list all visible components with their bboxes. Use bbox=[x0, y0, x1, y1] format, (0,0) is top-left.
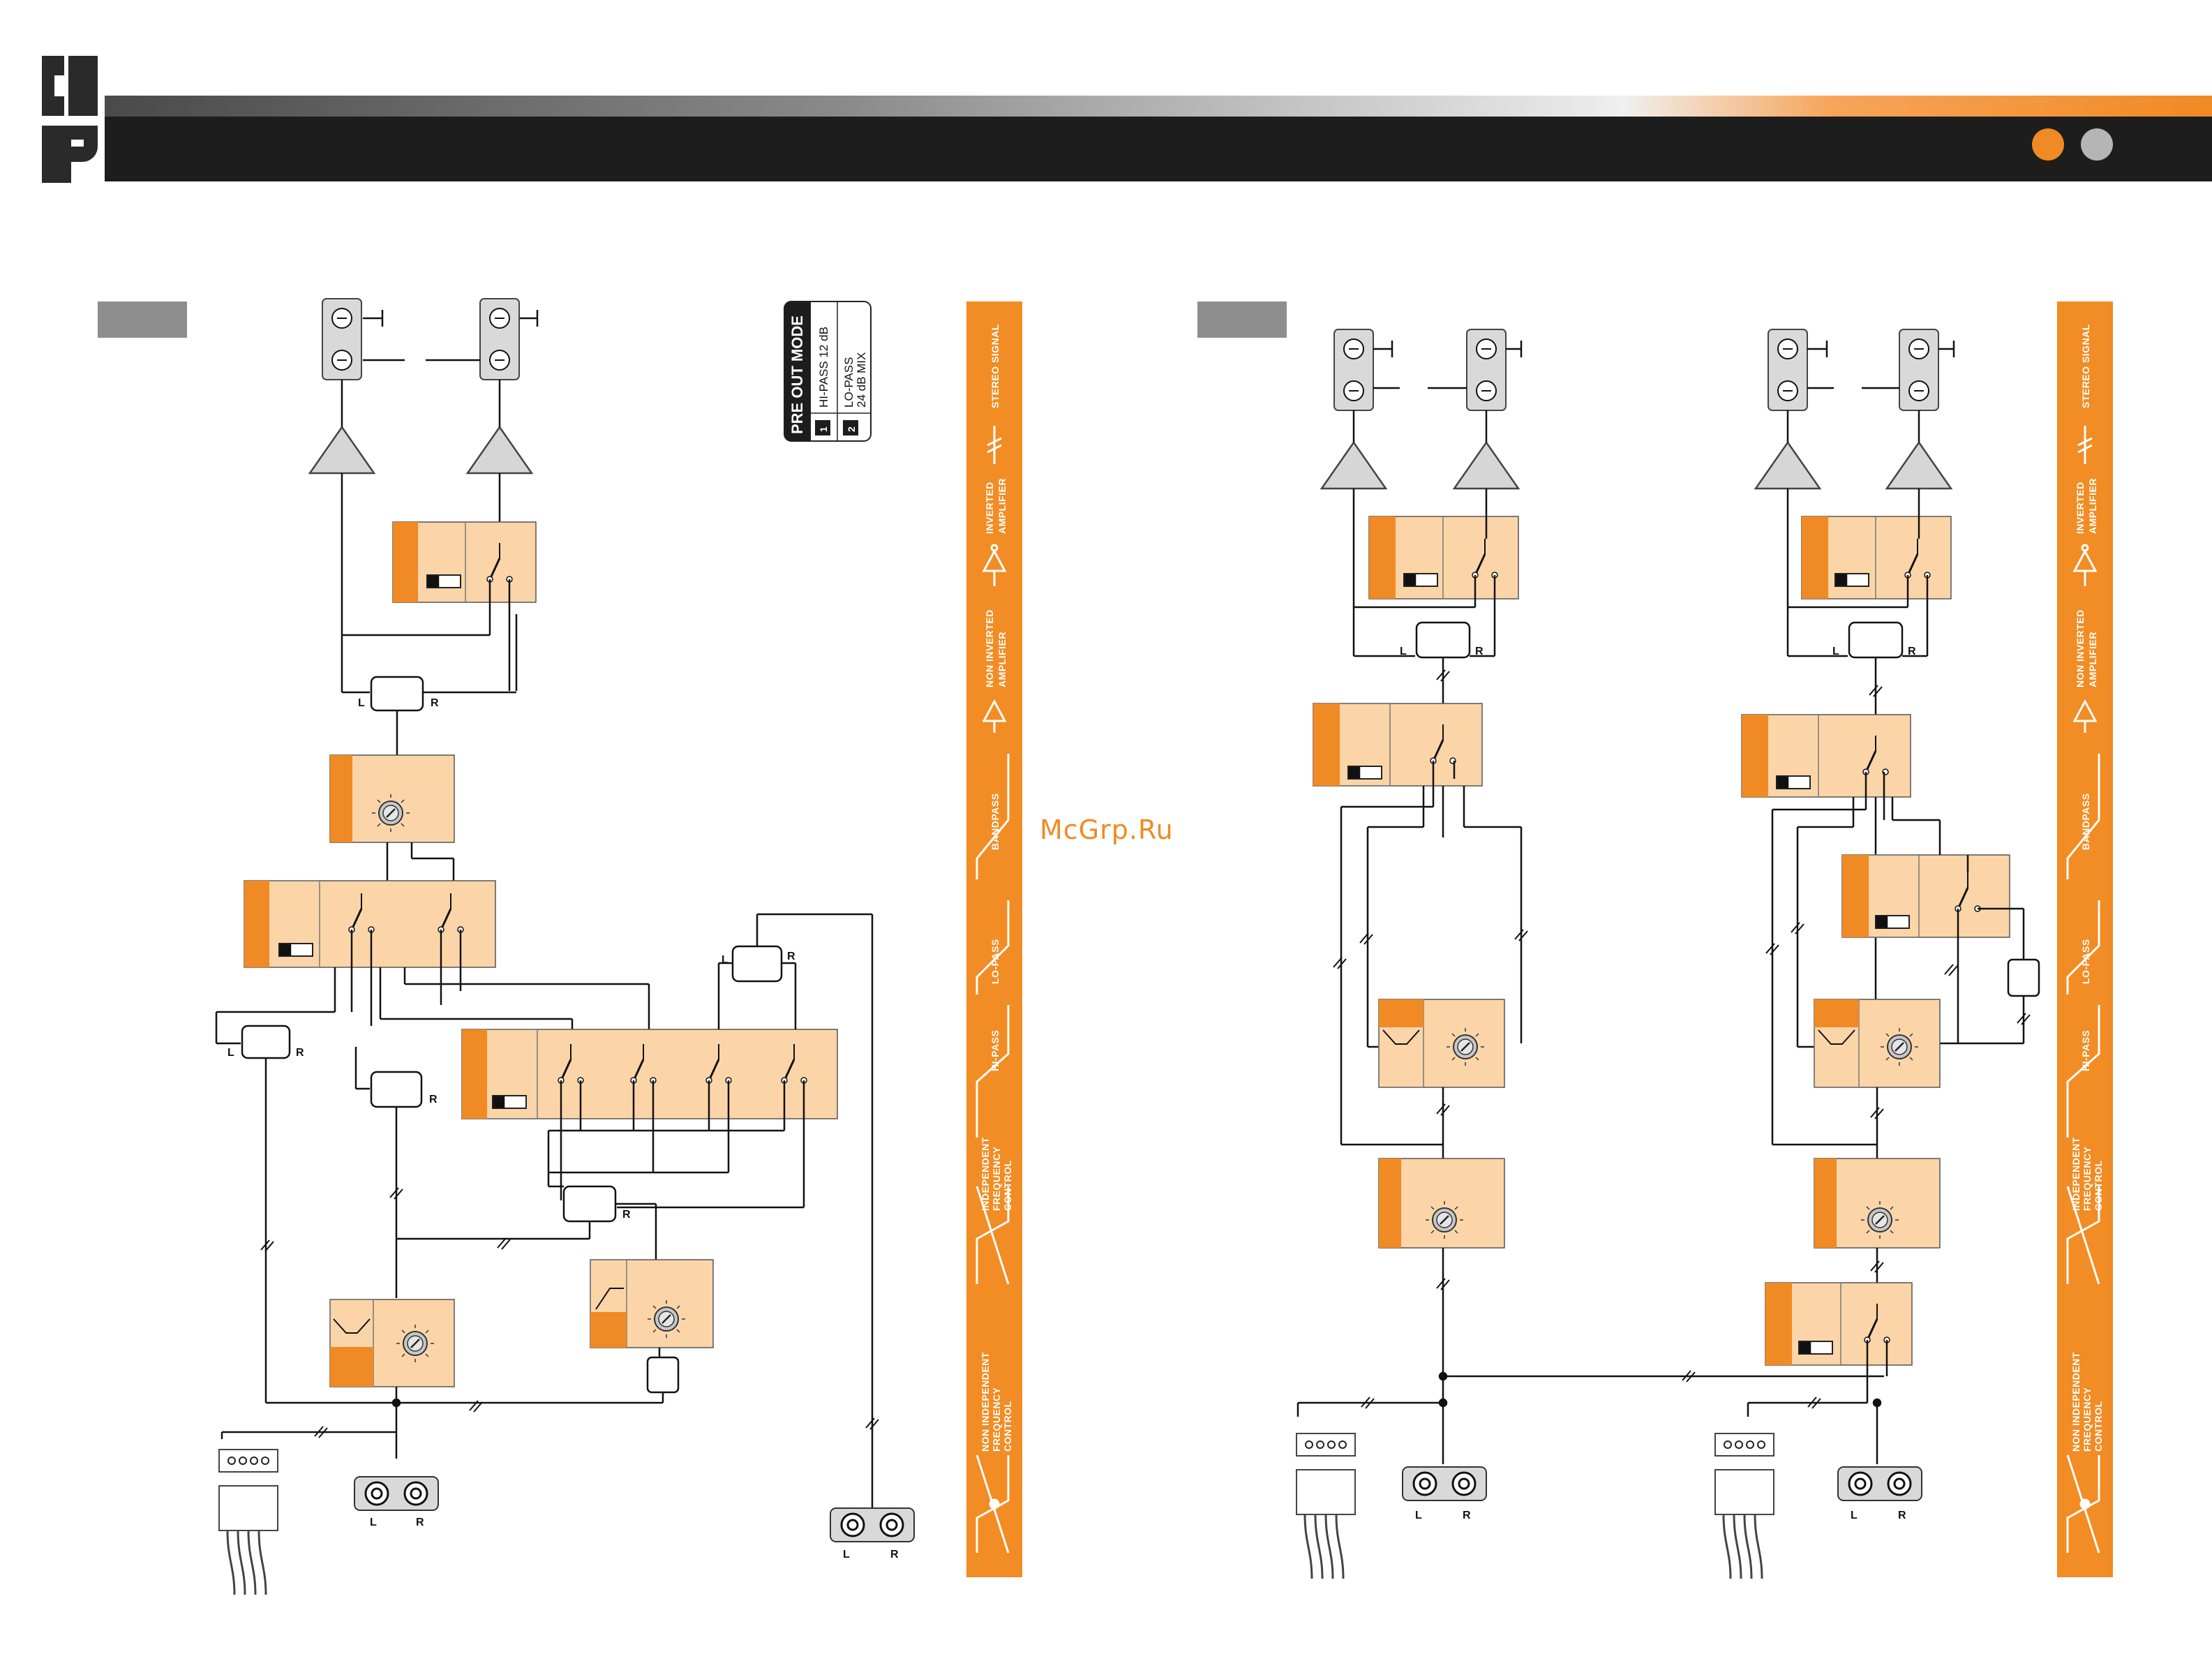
lr-label-r: R bbox=[1908, 646, 1916, 657]
legend-non-inverted-2: AMPLIFIER bbox=[996, 632, 1008, 687]
legend-hi-pass: HI-PASS bbox=[2080, 1029, 2091, 1071]
lr-label-l: L bbox=[1832, 646, 1839, 657]
lr-label-r: R bbox=[429, 1094, 438, 1105]
legend-non-independent-3: CONTROL bbox=[2093, 1401, 2104, 1452]
pre-out-mode-title: PRE OUT MODE bbox=[789, 315, 806, 434]
legend-independent-2: FREQUENCY bbox=[991, 1146, 1002, 1211]
legend-independent-3: CONTROL bbox=[2093, 1160, 2104, 1211]
hi-pass-icon bbox=[976, 1005, 2100, 1138]
legend-inverted: INVERTED bbox=[984, 482, 995, 534]
lr-label-r: R bbox=[787, 951, 795, 962]
brand-logo bbox=[42, 56, 98, 183]
left-channel-labels: L R L R R R L R L R L R bbox=[227, 697, 899, 1561]
pre-out-mode-legend: PRE OUT MODE 1 2 HI-PASS 12 dB LO-PASS 2… bbox=[784, 301, 872, 442]
legend-independent: INDEPENDENT bbox=[2070, 1137, 2082, 1211]
legend-independent-3: CONTROL bbox=[1002, 1160, 1013, 1211]
legend-strip-left bbox=[966, 301, 1022, 1577]
lr-label-r: R bbox=[622, 1209, 631, 1221]
watermark: McGrp.Ru bbox=[1040, 814, 1174, 845]
stereo-signal-icon bbox=[987, 426, 2093, 464]
page-indicator-orange bbox=[2032, 128, 2064, 161]
pre-out-option-1-num: 1 bbox=[818, 426, 829, 432]
rca-label-l: L bbox=[370, 1517, 377, 1528]
header-black-bar bbox=[105, 117, 2212, 181]
lo-pass-icon bbox=[976, 900, 2100, 995]
right-diagram-chain-2 bbox=[1714, 328, 2040, 1580]
left-diagram bbox=[215, 297, 916, 1596]
left-speaker-r bbox=[479, 297, 521, 381]
header-gradient-bar bbox=[105, 96, 2212, 117]
legend-non-inverted: NON INVERTED bbox=[2075, 609, 2086, 687]
pre-out-option-2b: 24 dB MIX bbox=[855, 352, 868, 408]
rca-label-r: R bbox=[890, 1549, 899, 1561]
legend-non-independent: NON INDEPENDENT bbox=[980, 1352, 991, 1452]
lr-label-l: L bbox=[1400, 646, 1407, 657]
lr-label-l: L bbox=[227, 1047, 234, 1059]
legend-hi-pass: HI-PASS bbox=[989, 1029, 1001, 1071]
pre-out-option-2-num: 2 bbox=[846, 426, 857, 432]
legend-inverted-2: AMPLIFIER bbox=[996, 478, 1008, 534]
legend-independent-2: FREQUENCY bbox=[2082, 1146, 2093, 1211]
legend-inverted-2: AMPLIFIER bbox=[2087, 478, 2098, 534]
left-section-tab bbox=[98, 301, 187, 338]
right-channel-labels: L R L R L R L R bbox=[1400, 646, 1916, 1521]
rca-label-l: L bbox=[1415, 1510, 1422, 1521]
pre-out-option-1: HI-PASS 12 dB bbox=[817, 327, 830, 408]
legend-non-independent-2: FREQUENCY bbox=[991, 1387, 1002, 1452]
legend-lo-pass: LO-PASS bbox=[989, 939, 1001, 984]
legend-non-independent-3: CONTROL bbox=[1002, 1401, 1013, 1452]
legend-strip-right bbox=[2057, 301, 2113, 1577]
independent-frequency-icon bbox=[976, 1186, 2100, 1285]
lr-label-r: R bbox=[296, 1047, 304, 1059]
page-indicator-grey bbox=[2081, 128, 2113, 161]
non-independent-frequency-icon bbox=[976, 1454, 2100, 1554]
right-diagram-chain-1 bbox=[1295, 328, 1884, 1580]
rca-label-l: L bbox=[843, 1549, 850, 1561]
legend-non-independent: NON INDEPENDENT bbox=[2070, 1352, 2082, 1452]
legend-inverted: INVERTED bbox=[2075, 482, 2086, 534]
inverted-amplifier-icon bbox=[982, 544, 2098, 586]
pre-out-option-2: LO-PASS bbox=[842, 357, 855, 408]
legend-independent: INDEPENDENT bbox=[980, 1137, 991, 1211]
legend-bandpass: BANDPASS bbox=[989, 793, 1001, 850]
rca-label-r: R bbox=[1463, 1510, 1471, 1521]
rca-label-l: L bbox=[1851, 1510, 1858, 1521]
non-inverted-amplifier-icon bbox=[982, 699, 2098, 733]
legend-non-independent-2: FREQUENCY bbox=[2082, 1387, 2093, 1452]
legend-non-inverted: NON INVERTED bbox=[984, 609, 995, 687]
left-speaker-l bbox=[321, 297, 363, 381]
legend-stereo-signal: STEREO SIGNAL bbox=[2080, 324, 2091, 408]
lr-label-r: R bbox=[1475, 646, 1484, 657]
legend-bandpass: BANDPASS bbox=[2080, 793, 2091, 850]
legend-icons bbox=[976, 426, 2100, 1554]
right-section-tab bbox=[1197, 301, 1287, 338]
legend-stereo-signal: STEREO SIGNAL bbox=[989, 324, 1001, 408]
legend-non-inverted-2: AMPLIFIER bbox=[2087, 632, 2098, 687]
lr-label-r: R bbox=[431, 697, 439, 709]
lr-label-l: L bbox=[722, 954, 728, 966]
bandpass-icon bbox=[976, 754, 2100, 879]
legend-lo-pass: LO-PASS bbox=[2080, 939, 2091, 984]
rca-label-r: R bbox=[416, 1517, 424, 1528]
rca-label-r: R bbox=[1898, 1510, 1906, 1521]
lr-label-l: L bbox=[358, 697, 365, 709]
